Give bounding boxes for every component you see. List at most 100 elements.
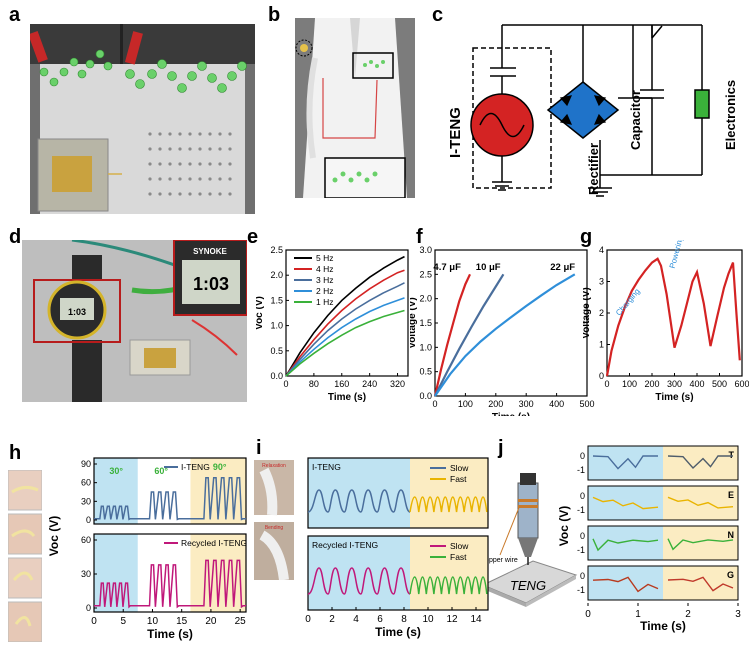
x-axis-label: Time (s) xyxy=(492,412,530,416)
y-tick-label: 2.5 xyxy=(270,246,283,255)
region-band xyxy=(663,526,738,560)
teng-label: TENG xyxy=(510,578,546,593)
y-tick-label: -1 xyxy=(577,545,585,555)
circuit-label-rectifier: Rectifier xyxy=(586,143,601,195)
x-tick-label: 240 xyxy=(362,379,377,389)
y-tick-label: -1 xyxy=(577,505,585,515)
plot-frame xyxy=(307,535,489,611)
plot-frame xyxy=(587,525,739,561)
y-tick-label: 60 xyxy=(81,478,91,488)
region-band xyxy=(410,536,488,610)
x-axis-label: Time (s) xyxy=(655,392,693,403)
series-label: 4.7 μF xyxy=(433,262,461,273)
series-line xyxy=(434,273,505,397)
series-line xyxy=(285,282,405,377)
annotation-charging: Charging xyxy=(614,287,642,318)
legend-label: 4 Hz xyxy=(316,264,333,274)
plot-frame xyxy=(93,457,247,525)
region-band xyxy=(588,446,663,480)
x-tick-label: 10 xyxy=(422,614,434,625)
angle-label: 60° xyxy=(154,466,168,476)
circuit-label-electronics: Electronics xyxy=(723,80,738,150)
y-tick-label: 1.0 xyxy=(270,321,283,331)
signal-line xyxy=(592,455,658,470)
x-tick-label: 20 xyxy=(205,616,217,627)
legend-label: Recycled I-TENG xyxy=(181,538,247,548)
subplot-title: Recycled I-TENG xyxy=(312,540,378,550)
y-tick-label: 0 xyxy=(86,603,91,613)
angle-label: 30° xyxy=(109,466,123,476)
legend-label: Fast xyxy=(450,474,467,484)
y-axis-label: Voltage (V) xyxy=(410,297,418,348)
x-tick-label: 15 xyxy=(176,616,188,627)
signal-line xyxy=(667,538,734,551)
legend-label: Fast xyxy=(450,552,467,562)
series-line xyxy=(307,489,411,513)
x-tick-label: 8 xyxy=(401,614,407,625)
watch-time-big: 1:03 xyxy=(193,274,229,294)
x-axis-label: Time (s) xyxy=(328,392,366,403)
x-tick-label: 300 xyxy=(519,399,534,409)
series-line xyxy=(605,257,741,377)
annotation-powering: Powering xyxy=(668,240,685,269)
y-tick-label: 30 xyxy=(81,496,91,506)
watch-time-small: 1:03 xyxy=(68,307,86,317)
x-axis-label: Time (s) xyxy=(640,619,686,633)
x-axis-label: Time (s) xyxy=(147,627,193,641)
x-tick-label: 2 xyxy=(329,614,335,625)
y-tick-label: 0 xyxy=(580,531,585,541)
legend-label: Slow xyxy=(450,463,469,473)
signal-line xyxy=(592,496,659,510)
circuit-label-iteng: I-TENG xyxy=(447,107,464,158)
y-tick-label: 3 xyxy=(599,277,604,287)
panel-label-d: d xyxy=(9,226,22,248)
subplot-title: I-TENG xyxy=(312,462,341,472)
y-tick-label: 4 xyxy=(599,245,604,255)
y-axis-label: Voltage (V) xyxy=(583,287,592,338)
series-label: 22 μF xyxy=(550,262,575,273)
y-axis-label: Voc (V) xyxy=(256,296,265,330)
y-tick-label: 0.0 xyxy=(270,371,283,381)
plot-frame xyxy=(285,249,409,377)
x-tick-label: 0 xyxy=(604,379,609,389)
x-tick-label: 300 xyxy=(667,379,682,389)
y-tick-label: 2.5 xyxy=(419,269,432,279)
legend-label: 5 Hz xyxy=(316,253,333,263)
y-axis-label: Voc (V) xyxy=(47,516,61,556)
plot-frame xyxy=(307,457,489,529)
series-line xyxy=(94,476,246,521)
region-band xyxy=(137,534,191,612)
y-tick-label: -1 xyxy=(577,465,585,475)
region-band xyxy=(588,526,663,560)
x-tick-label: 200 xyxy=(488,399,503,409)
series-line xyxy=(409,576,488,595)
y-tick-label: 0 xyxy=(599,371,604,381)
x-axis-label: Time (s) xyxy=(375,625,421,639)
series-label: 10 μF xyxy=(476,262,501,273)
signal-line xyxy=(592,538,659,552)
region-band xyxy=(663,486,738,520)
region-band xyxy=(663,566,738,600)
circuit-diagram: I-TENG Rectifier Capacitor Electronics xyxy=(447,24,738,197)
panel-label-e: e xyxy=(247,226,259,248)
panel-label-i: i xyxy=(256,437,262,459)
circuit-label-capacitor: Capacitor xyxy=(628,90,643,150)
signal-line xyxy=(667,576,734,592)
y-tick-label: 0 xyxy=(580,451,585,461)
x-tick-label: 0 xyxy=(305,614,311,625)
panel-label-c: c xyxy=(432,4,444,26)
letter-label: N xyxy=(728,530,735,540)
label-relaxation: Relaxation xyxy=(262,463,286,469)
panel-label-h: h xyxy=(9,442,22,464)
photo-arm-bending: Relaxation Bending xyxy=(254,460,294,580)
x-tick-label: 6 xyxy=(377,614,383,625)
photo-watch-demo: 1:03 SYNOKE 1:03 xyxy=(22,240,247,402)
y-tick-label: 0 xyxy=(580,571,585,581)
panel-label-f: f xyxy=(416,226,423,248)
teng-pen-illustration: TENG Copper wire xyxy=(480,473,578,607)
y-tick-label: 2.0 xyxy=(419,294,432,304)
x-tick-label: 0 xyxy=(283,379,288,389)
